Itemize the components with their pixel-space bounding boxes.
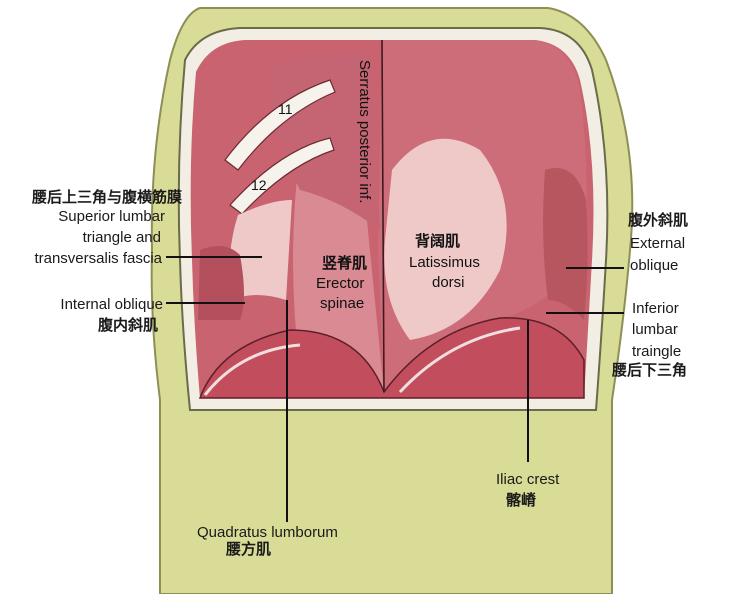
label-erector-spinae-en-2: spinae xyxy=(320,295,365,312)
label-inferior-triangle-en-2: lumbar xyxy=(632,321,678,338)
label-inferior-triangle-zh: 腰后下三角 xyxy=(612,361,688,379)
leader-lines xyxy=(166,256,624,522)
label-external-oblique-en-2: oblique xyxy=(630,257,679,274)
label-internal-oblique-en: Internal oblique xyxy=(60,296,163,313)
label-latissimus-en-1: Latissimus xyxy=(409,254,480,271)
iliac-crest-ridge-right xyxy=(398,326,521,394)
label-superior-triangle-en-2: triangle and xyxy=(82,229,161,246)
rib-11 xyxy=(224,79,336,171)
label-iliac-crest-en: Iliac crest xyxy=(496,471,560,488)
label-erector-spinae-en-1: Erector xyxy=(316,275,365,292)
label-iliac-crest-zh: 髂嵴 xyxy=(506,491,537,509)
rib-number-11: 11 xyxy=(278,101,293,117)
superior-triangle-fascia xyxy=(229,200,292,300)
midline xyxy=(381,39,385,393)
label-inferior-triangle-en-1: Inferior xyxy=(632,300,679,317)
label-superior-triangle-en-1: Superior lumbar xyxy=(58,208,165,225)
label-external-oblique-zh: 腹外斜肌 xyxy=(628,211,689,229)
label-erector-spinae-zh: 竖脊肌 xyxy=(322,254,368,272)
label-inferior-triangle-en-3: traingle xyxy=(632,343,682,360)
label-latissimus-en-2: dorsi xyxy=(432,274,465,291)
external-oblique-muscle xyxy=(543,168,588,320)
label-superior-triangle-en-3: transversalis fascia xyxy=(34,250,162,267)
label-quadratus-en: Quadratus lumborum xyxy=(197,524,338,541)
label-latissimus-zh: 背阔肌 xyxy=(415,232,461,250)
label-internal-oblique-zh: 腹内斜肌 xyxy=(97,316,158,334)
latissimus-fascia-highlight xyxy=(384,138,507,340)
label-external-oblique-en-1: External xyxy=(630,235,686,252)
label-quadratus-zh: 腰方肌 xyxy=(226,540,272,558)
label-serratus-posterior: Serratus posterior inf. xyxy=(356,60,373,204)
rib-number-12: 12 xyxy=(251,177,267,193)
rib-12 xyxy=(229,137,335,215)
internal-oblique-muscle xyxy=(198,246,244,320)
label-superior-triangle-zh: 腰后上三角与腹横筋膜 xyxy=(31,188,182,206)
